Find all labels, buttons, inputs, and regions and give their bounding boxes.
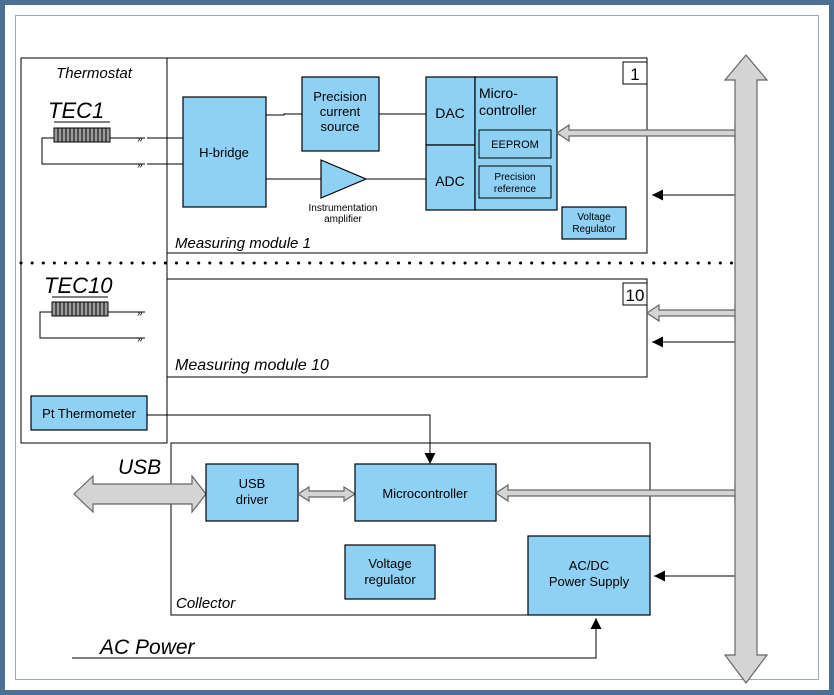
tec10-connector-bottom: » xyxy=(137,334,143,345)
pt-thermometer-block xyxy=(30,395,148,431)
measuring-module-10 xyxy=(166,278,648,378)
module-10-caption: Measuring module 10 xyxy=(175,357,329,374)
wire-hbridge-source xyxy=(266,113,302,116)
thermostat-title: Thermostat xyxy=(56,65,133,82)
h-bridge-block xyxy=(182,96,267,208)
module-voltage-regulator-line-2: Regulator xyxy=(572,224,616,235)
collector-caption: Collector xyxy=(176,595,236,612)
tec1-connector-bottom: » xyxy=(137,160,143,171)
amplifier-label-line-2: amplifier xyxy=(324,214,362,225)
module-1-number-box xyxy=(622,61,648,85)
precision-reference-block xyxy=(478,165,552,199)
module-voltage-regulator-block xyxy=(561,206,627,240)
tec10-label: TEC10 xyxy=(44,273,113,298)
tec1-wire-bottom xyxy=(41,137,145,165)
main-system-bus xyxy=(723,54,769,684)
collector-voltage-regulator-line-2: regulator xyxy=(364,572,416,587)
amplifier-label-line-1: Instrumentation xyxy=(309,203,378,214)
collector-voltage-regulator-block xyxy=(344,544,436,600)
module-microcontroller-line-2: controller xyxy=(479,102,537,118)
usb-label: USB xyxy=(118,456,161,479)
collector-voltage-regulator-line-1: Voltage xyxy=(368,556,411,571)
module-10-bus-link xyxy=(645,303,749,323)
tec1-label: TEC1 xyxy=(48,98,104,123)
module-10-number-box xyxy=(622,282,648,306)
tec1-connector-top: » xyxy=(137,134,143,145)
precision-current-source-block xyxy=(301,76,380,152)
wire-pt-thermometer xyxy=(147,414,436,464)
tec1-element xyxy=(53,127,111,143)
dac-block xyxy=(425,76,476,146)
module-microcontroller-line-1: Micro- xyxy=(479,85,518,101)
usb-driver-line-1: USB xyxy=(239,476,266,491)
module-voltage-regulator-line-1: Voltage xyxy=(577,212,611,223)
tec10-element xyxy=(51,301,109,317)
power-supply-line-2: Power Supply xyxy=(549,574,630,589)
collector-microcontroller-block xyxy=(354,463,497,522)
precision-source-line-1: Precision xyxy=(313,89,366,104)
module-1-number: 1 xyxy=(630,65,639,84)
module-1-caption: Measuring module 1 xyxy=(175,235,311,252)
precision-reference-line-1: Precision xyxy=(494,172,535,183)
dac-label: DAC xyxy=(435,105,465,121)
precision-source-line-2: current xyxy=(320,104,361,119)
ac-power-wire xyxy=(72,618,602,659)
eeprom-block xyxy=(478,129,552,159)
power-supply-line-1: AC/DC xyxy=(569,558,609,573)
tec10-connector-top: » xyxy=(137,308,143,319)
usb-driver-line-2: driver xyxy=(236,492,269,507)
tec10-wire-bottom xyxy=(39,311,145,339)
eeprom-label: EEPROM xyxy=(491,139,539,151)
collector-microcontroller-label: Microcontroller xyxy=(382,486,468,501)
pt-thermometer-label: Pt Thermometer xyxy=(42,406,136,421)
precision-source-line-3: source xyxy=(320,119,359,134)
module-10-number: 10 xyxy=(626,286,645,305)
precision-reference-line-2: reference xyxy=(494,184,537,195)
ac-power-label: AC Power xyxy=(98,636,196,659)
usb-driver-block xyxy=(205,463,299,522)
adc-label: ADC xyxy=(435,173,465,189)
power-supply-block xyxy=(527,535,651,616)
h-bridge-label: H-bridge xyxy=(199,145,249,160)
